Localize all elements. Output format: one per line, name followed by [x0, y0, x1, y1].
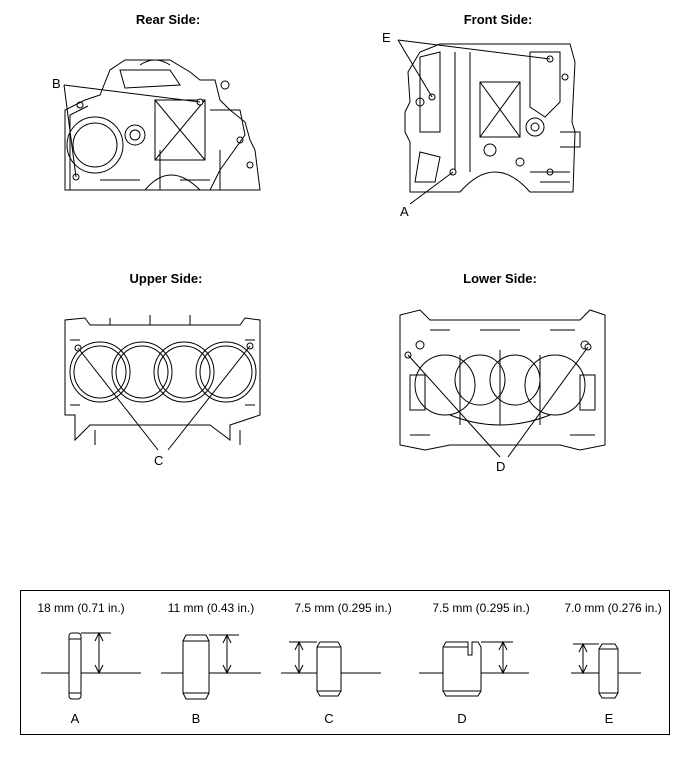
pin-b-letter: B — [191, 711, 201, 726]
callout-d: D — [496, 459, 505, 474]
pin-drawings — [41, 631, 641, 700]
callout-b: B — [52, 76, 61, 91]
pin-e-size: 7.0 mm (0.276 in.) — [564, 601, 662, 615]
rear-side-block-drawing: B — [52, 59, 261, 191]
pin-a-size: 18 mm (0.71 in.) — [37, 601, 125, 615]
pin-d-drawing — [419, 640, 529, 697]
pin-e-drawing — [571, 642, 641, 699]
pin-size-legend: 18 mm (0.71 in.) 11 mm (0.43 in.) 7.5 mm… — [20, 590, 670, 735]
pin-e-letter: E — [604, 711, 614, 726]
upper-side-block-drawing: C — [64, 315, 261, 468]
callout-c: C — [154, 453, 163, 468]
front-side-title: Front Side: — [463, 12, 533, 27]
pin-c-letter: C — [324, 711, 334, 726]
pin-c-size: 7.5 mm (0.295 in.) — [294, 601, 392, 615]
pin-c-drawing — [281, 640, 381, 697]
lower-side-block-drawing: D — [399, 309, 606, 474]
callout-a: A — [400, 204, 409, 219]
upper-side-title: Upper Side: — [129, 271, 203, 286]
pin-b-drawing — [161, 633, 261, 700]
front-side-block-drawing: E A — [382, 30, 581, 219]
pin-b-size: 11 mm (0.43 in.) — [167, 601, 255, 615]
rear-side-title: Rear Side: — [135, 12, 201, 27]
lower-side-title: Lower Side: — [463, 271, 537, 286]
callout-e: E — [382, 30, 391, 45]
pin-a-drawing — [41, 631, 141, 700]
pin-a-letter: A — [70, 711, 80, 726]
pin-d-size: 7.5 mm (0.295 in.) — [432, 601, 530, 615]
pin-d-letter: D — [457, 711, 467, 726]
